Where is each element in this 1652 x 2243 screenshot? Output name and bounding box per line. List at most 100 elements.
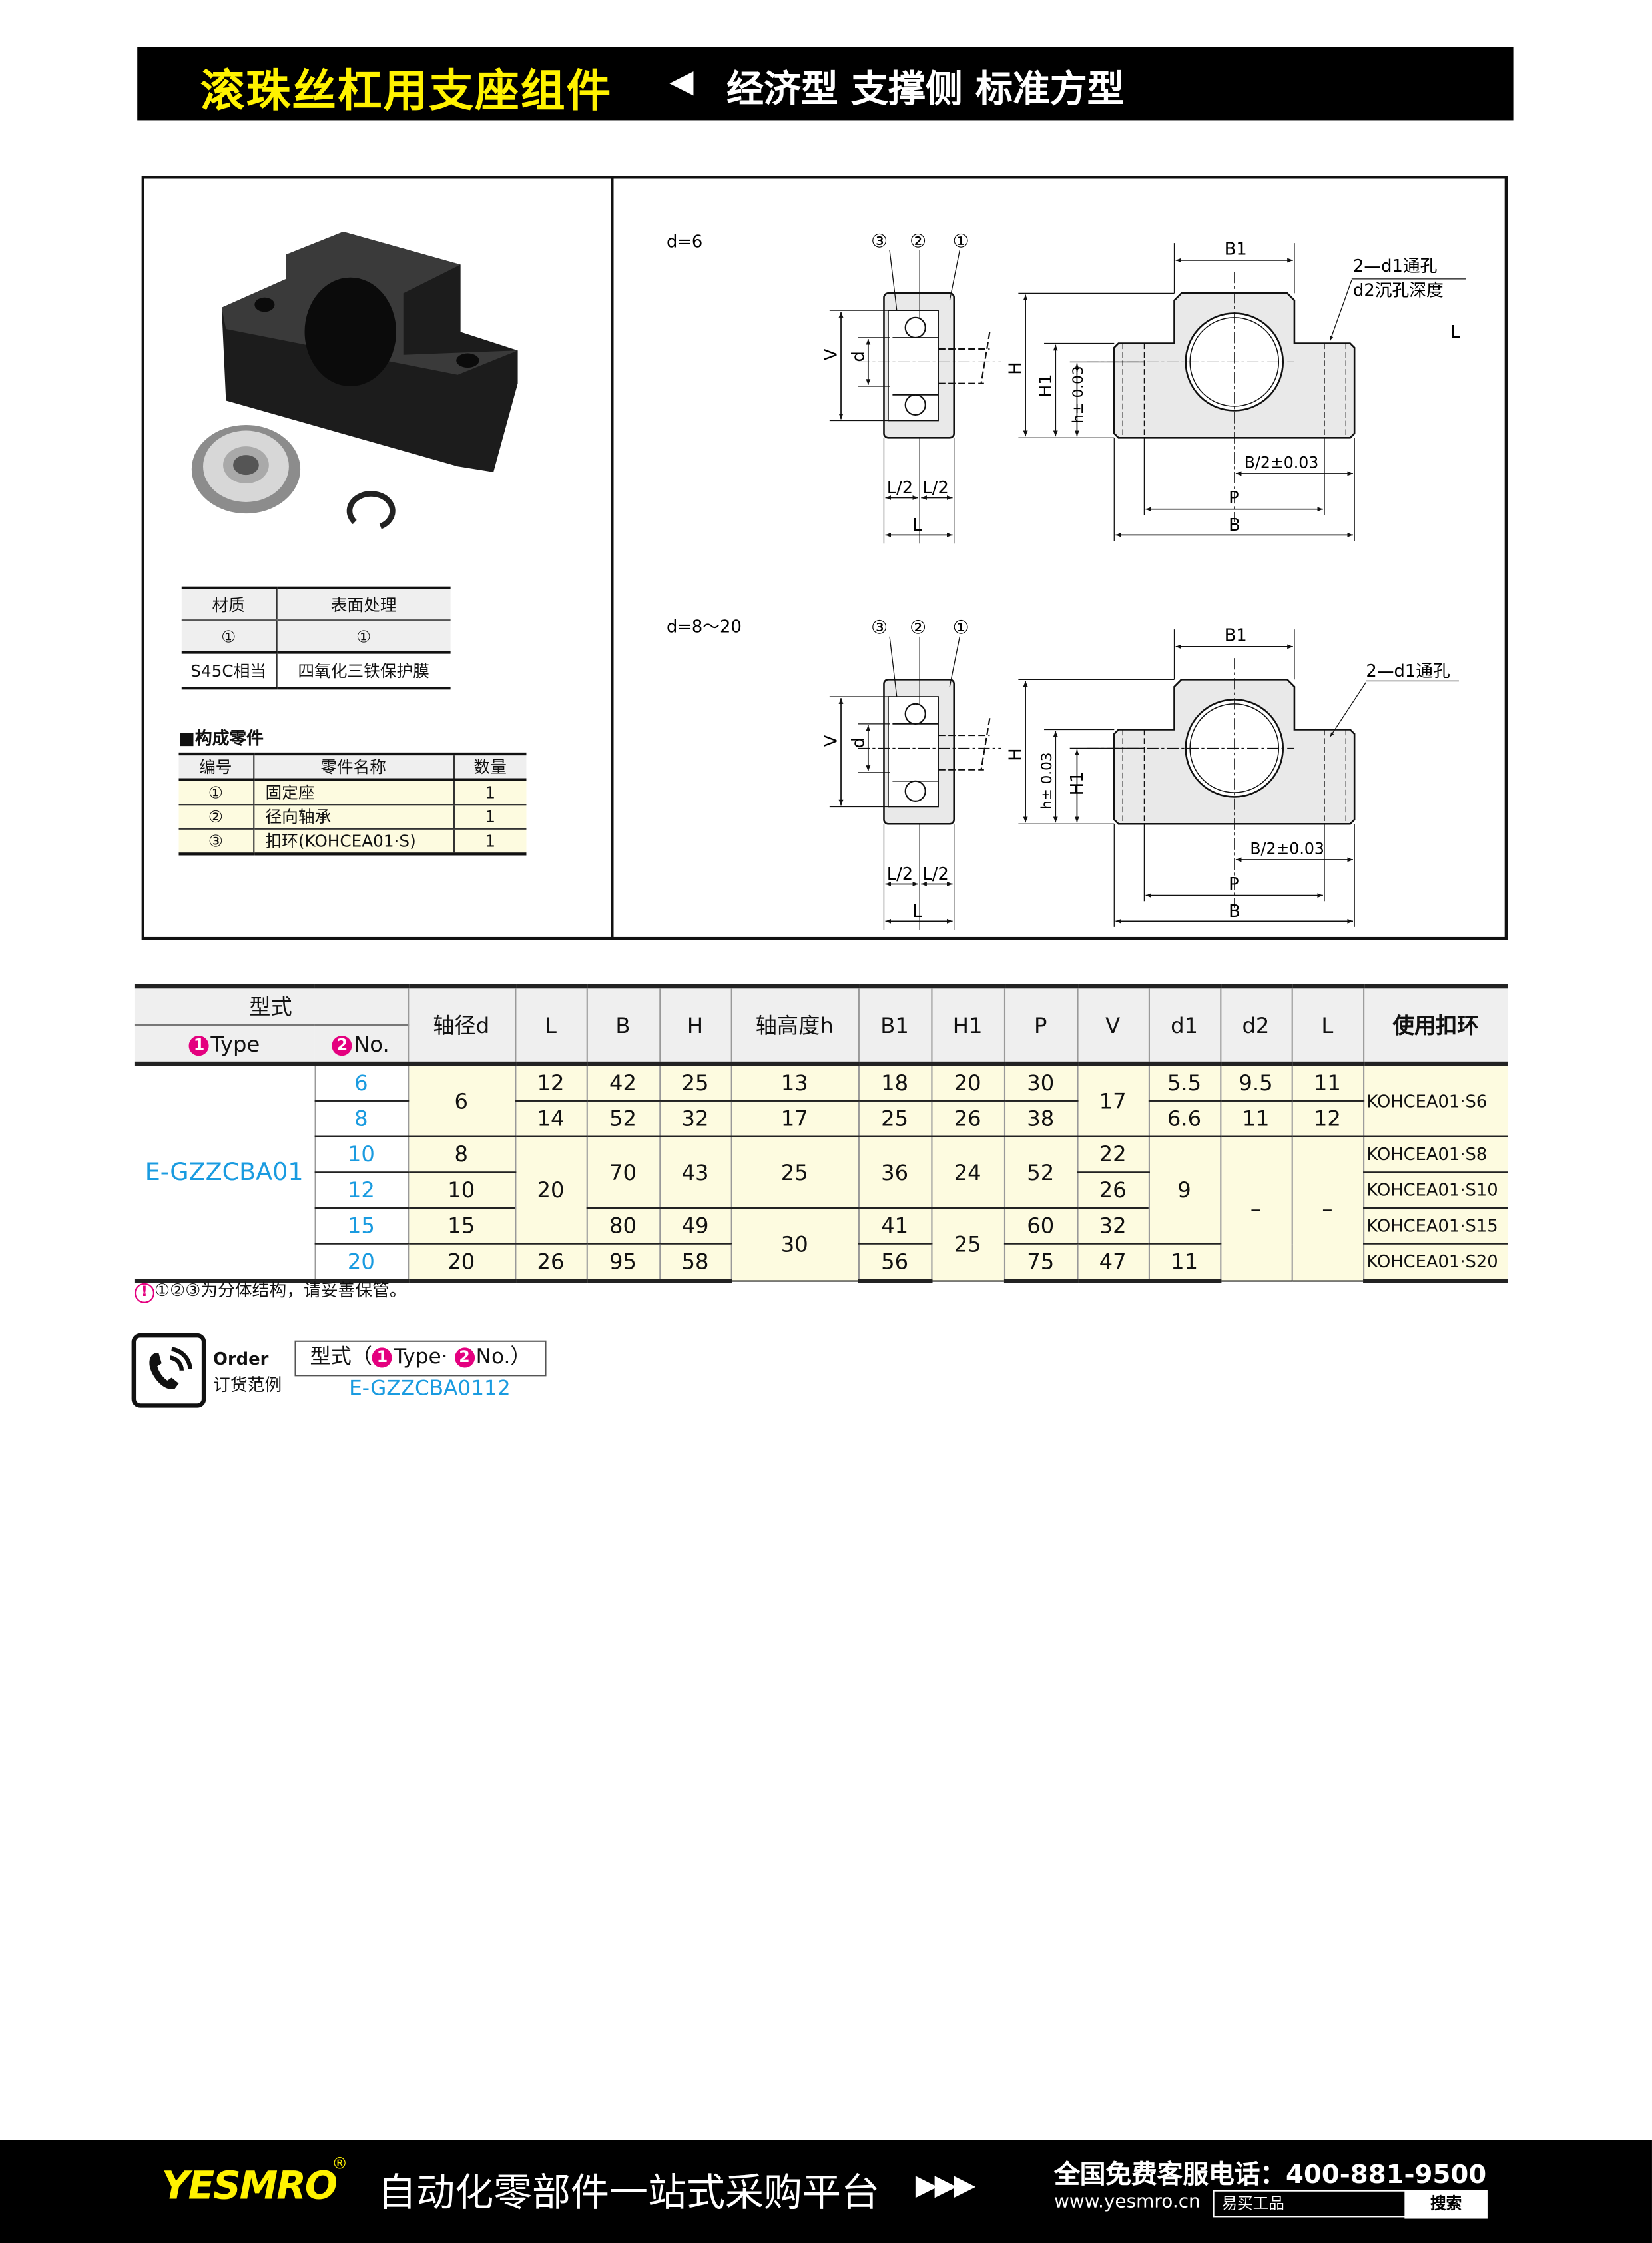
cell-l-depth: – [1290, 1136, 1364, 1282]
cell-v: 47 [1076, 1243, 1149, 1283]
surface-header: 表面处理 [275, 586, 451, 621]
cell-b1: 41 [857, 1207, 932, 1245]
header-d2: d2 [1219, 984, 1292, 1066]
size-no[interactable]: 20 [314, 1243, 408, 1283]
dim-d: d [848, 351, 868, 362]
header-p: P [1003, 984, 1077, 1066]
search-input[interactable]: 易买工品 [1213, 2190, 1409, 2218]
cell-h: 43 [659, 1136, 731, 1209]
dim-b: B [1229, 902, 1240, 922]
drawing-d8-20: d=8～20 ③ ② ① B1 2—d1通孔 H h± 0.03 H1 V d … [667, 617, 1459, 930]
cell-l-depth: 11 [1290, 1064, 1364, 1102]
size-no[interactable]: 15 [314, 1207, 408, 1245]
cell-d1: 9 [1147, 1136, 1221, 1245]
part-qty: 1 [452, 828, 527, 856]
dim-half-l: L/2 [922, 864, 948, 884]
cell-l: 26 [514, 1243, 587, 1283]
note-text: ①②③为分体结构，请妥善保管。 [154, 1280, 407, 1301]
hole-note-2: d2沉孔深度 [1353, 281, 1444, 301]
cell-b: 70 [585, 1136, 660, 1209]
cell-h: 32 [659, 1100, 731, 1137]
cell-h: 49 [659, 1207, 731, 1245]
header-ring: 使用扣环 [1362, 984, 1508, 1066]
dim-h: h± 0.03 [1039, 753, 1055, 810]
header-l: L [514, 984, 587, 1066]
search-button[interactable]: 搜索 [1404, 2190, 1488, 2219]
cell-h1: 20 [930, 1064, 1004, 1102]
dim-p: P [1229, 874, 1239, 894]
cell-h: 58 [659, 1243, 731, 1283]
cell-h: 25 [659, 1064, 731, 1102]
cell-d: 6 [407, 1064, 515, 1137]
table-row: E-GZZCBA01 6 6 12 42 25 13 18 20 30 17 5… [134, 1064, 1508, 1283]
cell-shaft-h: 17 [730, 1100, 858, 1137]
warning-icon: ! [134, 1283, 154, 1303]
dim-b1: B1 [1225, 625, 1247, 645]
cell-p: 60 [1003, 1207, 1077, 1245]
header-b: B [585, 984, 660, 1066]
header-h: H [659, 984, 731, 1066]
footer-slogan: 自动化零部件一站式采购平台 [378, 2171, 880, 2216]
format-prefix: 型式（ [310, 1346, 372, 1369]
cell-b: 80 [585, 1207, 660, 1245]
table-row: 10 8 20 70 43 25 36 24 52 22 9 – – KOHCE… [135, 1136, 1508, 1282]
callout-1: ① [953, 617, 969, 639]
cell-ring: KOHCEA01·S20 [1362, 1243, 1508, 1283]
cell-v: 26 [1076, 1172, 1149, 1209]
dim-half-l: L/2 [922, 478, 948, 498]
size-no[interactable]: 6 [314, 1064, 408, 1102]
callout-2: ② [910, 617, 926, 639]
dim-b1: B1 [1225, 239, 1247, 259]
cell-b1: 18 [857, 1064, 932, 1102]
registered-mark: ® [332, 2154, 348, 2173]
triangle-left-icon: ◀ [669, 64, 694, 101]
cell-v: 17 [1076, 1064, 1149, 1137]
callout-1: ① [953, 230, 969, 252]
page-subtitle: 经济型 支撑侧 标准方型 [726, 69, 1125, 112]
dim-p: P [1229, 488, 1239, 508]
frame-divider [611, 176, 614, 940]
dim-b-half: B/2±0.03 [1250, 839, 1324, 858]
title-bar: 滚珠丝杠用支座组件 ◀ 经济型 支撑侧 标准方型 [137, 47, 1514, 121]
dim-half-l: L/2 [887, 864, 913, 884]
size-no[interactable]: 12 [314, 1172, 408, 1209]
cell-shaft-h: 25 [730, 1136, 858, 1209]
badge-1: 1 [372, 1347, 392, 1368]
table-row: 12 10 26 KOHCEA01·S10 [135, 1172, 1508, 1209]
cell-b1: 56 [857, 1243, 932, 1283]
cell-d: 8 [407, 1136, 515, 1173]
hotline: 全国免费客服电话：400-881-9500 [1054, 2160, 1487, 2190]
hole-depth: L [1450, 322, 1460, 342]
header-v: V [1076, 984, 1149, 1066]
material-header: 材质 [181, 586, 276, 621]
surface-value: 四氧化三铁保护膜 [275, 652, 451, 690]
cell-d2: 9.5 [1219, 1064, 1292, 1102]
cell-b: 95 [585, 1243, 660, 1283]
hole-note: 2—d1通孔 [1353, 256, 1437, 276]
cell-b1: 36 [857, 1136, 932, 1209]
surface-part-ref: ① [275, 620, 451, 654]
header-h1: H1 [930, 984, 1004, 1066]
brand-logo[interactable]: YESMRO [161, 2164, 338, 2209]
website-link[interactable]: www.yesmro.cn [1054, 2191, 1201, 2213]
dim-l: L [912, 902, 922, 922]
material-part-ref: ① [181, 620, 276, 654]
cell-d: 20 [407, 1243, 515, 1283]
size-no[interactable]: 8 [314, 1100, 408, 1137]
part-no: ③ [178, 828, 254, 856]
size-no[interactable]: 10 [314, 1136, 408, 1173]
parts-header-name: 零件名称 [252, 752, 453, 781]
cell-v: 32 [1076, 1207, 1149, 1245]
cell-b1: 25 [857, 1100, 932, 1137]
page-title: 滚珠丝杠用支座组件 [200, 65, 613, 118]
product-photo [191, 231, 518, 529]
cell-l: 20 [514, 1136, 587, 1245]
part-name: 扣环(KOHCEA01·S) [252, 828, 453, 856]
dim-v: V [822, 348, 842, 360]
table-row: 15 15 80 49 30 41 25 60 32 KOHCEA01·S15 [135, 1207, 1508, 1282]
cell-h1: 24 [930, 1136, 1004, 1209]
